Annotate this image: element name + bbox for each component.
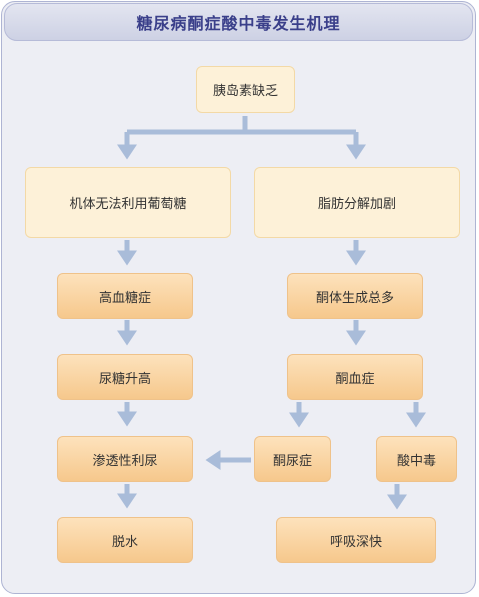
node-hyperglycemia: 高血糖症 [57,273,193,319]
node-osmotic-diuresis: 渗透性利尿 [57,436,193,482]
node-insulin-deficiency: 胰岛素缺乏 [196,66,295,113]
node-dehydration: 脱水 [57,517,193,563]
node-glucose-unusable: 机体无法利用葡萄糖 [25,167,231,238]
node-breathing: 呼吸深快 [276,517,436,563]
diagram-title: 糖尿病酮症酸中毒发生机理 [136,14,341,33]
node-ketone-increase: 酮体生成总多 [287,273,423,319]
title-bar: 糖尿病酮症酸中毒发生机理 [4,3,473,41]
node-lipolysis: 脂肪分解加剧 [254,167,460,238]
node-ketonemia: 酮血症 [287,354,423,400]
node-acidosis: 酸中毒 [376,436,457,482]
node-ketonuria: 酮尿症 [254,436,331,482]
node-glycosuria: 尿糖升高 [57,354,193,400]
